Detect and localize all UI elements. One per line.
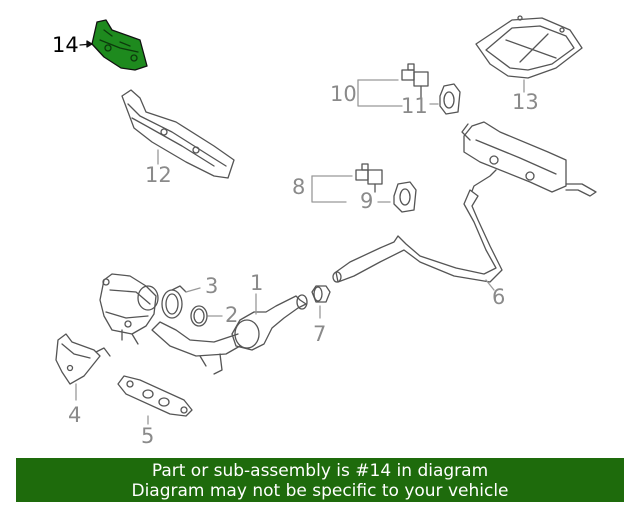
banner-line-1: Part or sub-assembly is #14 in diagram: [151, 461, 489, 481]
part-3-clamp-ring[interactable]: [161, 285, 187, 319]
part-7-clamp[interactable]: [311, 285, 331, 303]
callout-5: 5: [141, 424, 155, 448]
callout-6: 6: [492, 285, 506, 309]
part-2-gasket[interactable]: [190, 305, 208, 327]
callout-10: 10: [330, 82, 357, 106]
part-9-mount[interactable]: [393, 181, 417, 213]
info-banner: Part or sub-assembly is #14 in diagram D…: [16, 458, 624, 502]
part-10-bracket[interactable]: [401, 63, 429, 99]
part-13-rear-shield[interactable]: [475, 15, 583, 79]
exhaust-system-diagram: [55, 15, 597, 425]
callout-11: 11: [401, 94, 428, 118]
callout-8: 8: [292, 175, 306, 199]
callout-2: 2: [225, 303, 239, 327]
part-6-pipe[interactable]: [332, 189, 503, 283]
part-11-mount[interactable]: [439, 83, 461, 115]
part-1-front-pipe[interactable]: [151, 294, 308, 375]
leader-6: [485, 279, 495, 291]
callout-3: 3: [205, 274, 219, 298]
callout-14: 14: [52, 33, 79, 57]
callout-7: 7: [313, 322, 327, 346]
rear-muffler[interactable]: [461, 121, 597, 197]
banner-line-2: Diagram may not be specific to your vehi…: [131, 481, 509, 501]
leader-10: [357, 79, 403, 107]
callout-12: 12: [145, 163, 172, 187]
leader-3: [185, 287, 201, 293]
callout-13: 13: [512, 90, 539, 114]
part-14-heat-shield[interactable]: [91, 19, 148, 71]
leader-8: [311, 175, 353, 203]
part-5-flange-gasket[interactable]: [117, 375, 193, 417]
part-4-bracket[interactable]: [55, 333, 111, 385]
part-8-bracket[interactable]: [355, 163, 383, 193]
callout-1: 1: [250, 271, 264, 295]
leader-14: [79, 40, 93, 48]
callout-9: 9: [360, 189, 374, 213]
part-12-heat-shield[interactable]: [121, 89, 235, 179]
turbo-manifold[interactable]: [99, 273, 159, 345]
callout-4: 4: [68, 403, 82, 427]
